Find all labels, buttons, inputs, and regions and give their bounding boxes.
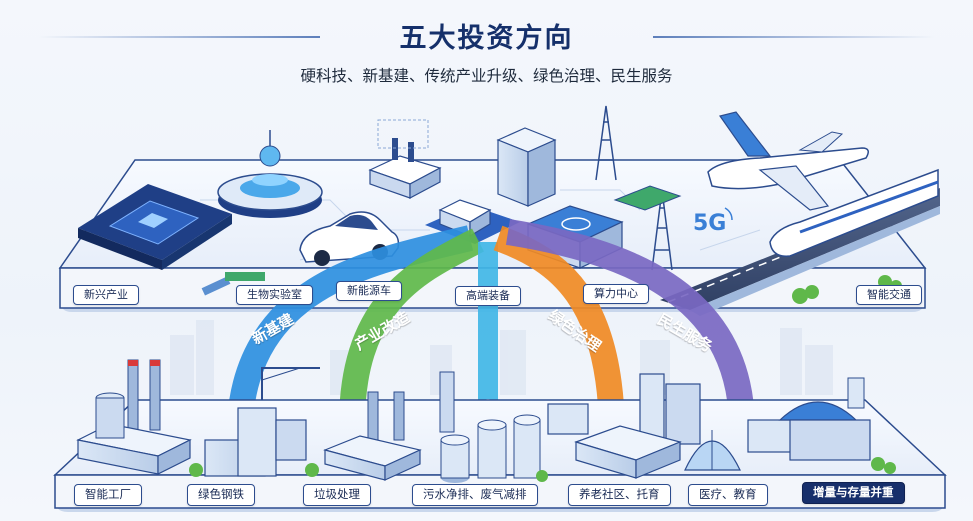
page-subtitle: 硬科技、新基建、传统产业升级、绿色治理、民生服务 <box>300 67 673 85</box>
factory-icon <box>76 359 192 475</box>
label-sewage-emission: 污水净排、废气减排 <box>412 484 538 506</box>
chip-icon <box>78 184 232 270</box>
office-tower-icon <box>496 127 557 207</box>
title-rule-left <box>38 36 320 38</box>
page-title: 五大投资方向 <box>399 23 574 54</box>
hospital-dome-icon <box>684 430 741 471</box>
train-icon <box>769 168 939 257</box>
treatment-tanks-icon <box>439 371 541 483</box>
label-high-end-equipment: 高端装备 <box>455 286 521 306</box>
school-icon <box>747 377 871 461</box>
label-medical-education: 医疗、教育 <box>688 484 768 506</box>
label-waste-treatment: 垃圾处理 <box>303 484 371 506</box>
label-emerging-industry: 新兴产业 <box>73 285 139 305</box>
label-smart-transport: 智能交通 <box>856 285 922 305</box>
label-computing-center: 算力中心 <box>583 284 649 304</box>
label-elderly-childcare: 养老社区、托育 <box>568 484 671 506</box>
svg-text:5G: 5G <box>693 211 726 236</box>
title-rule-right <box>653 36 935 38</box>
label-incremental-stock: 增量与存量并重 <box>802 482 905 504</box>
biolab-icon <box>201 130 323 296</box>
community-buildings-icon <box>547 373 701 479</box>
steel-plant-icon <box>204 367 320 477</box>
label-biolab: 生物实验室 <box>236 285 313 305</box>
trees-bottom <box>189 457 896 482</box>
5g-icon: 5G <box>693 207 733 236</box>
airplane-icon <box>707 111 869 211</box>
waste-plant-icon <box>305 391 422 481</box>
label-new-energy-vehicle: 新能源车 <box>336 281 402 301</box>
label-green-steel: 绿色钢铁 <box>187 484 255 506</box>
equipment-icon <box>368 119 442 199</box>
solar-panel-icon <box>613 185 682 211</box>
label-smart-factory: 智能工厂 <box>74 484 142 506</box>
ribbons <box>227 219 755 431</box>
